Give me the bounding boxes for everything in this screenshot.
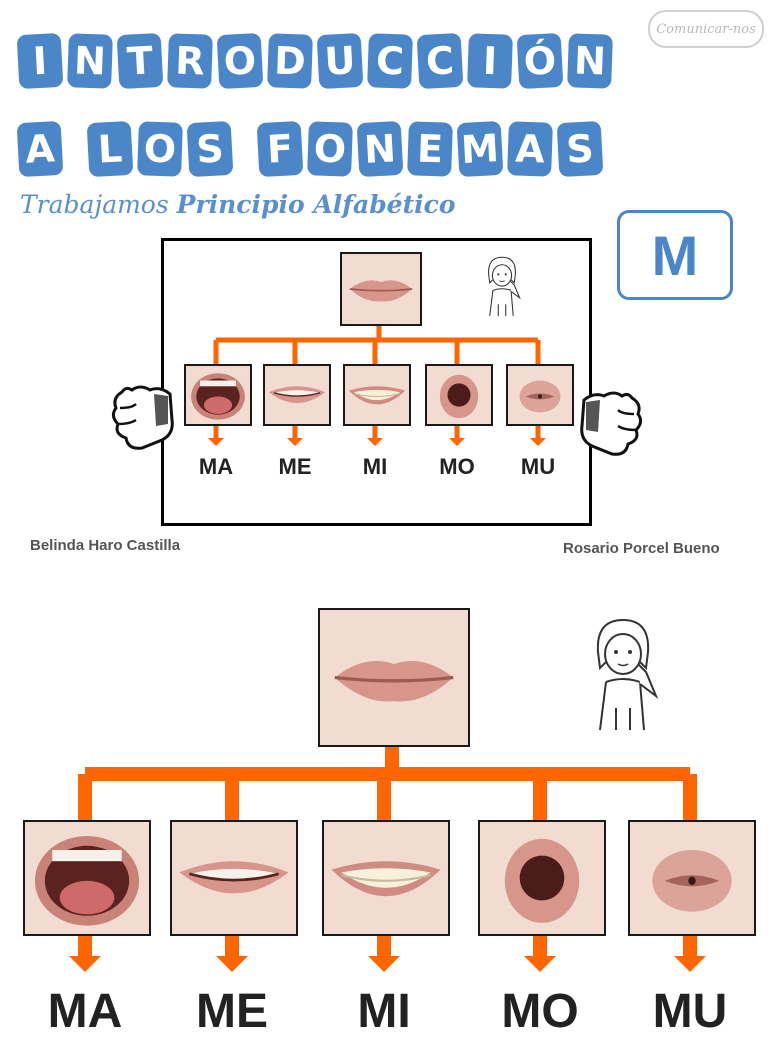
cover-syllable-mi: MI bbox=[362, 454, 388, 479]
title-letter-tile: M bbox=[456, 120, 504, 178]
cover-mouth-ma bbox=[184, 364, 252, 426]
main-mouth-closed bbox=[318, 608, 470, 747]
subtitle-part-1: Trabajamos bbox=[20, 190, 177, 219]
arrow-down-icon bbox=[524, 956, 556, 972]
main-syllable-mi: MI bbox=[357, 985, 411, 1038]
arrow-down-icon bbox=[368, 956, 400, 972]
title-letter-tile: N bbox=[567, 33, 613, 89]
phoneme-letter: M bbox=[651, 223, 699, 287]
cover-mouth-mi bbox=[343, 364, 411, 426]
title-letter-tile: C bbox=[416, 32, 464, 90]
main-mouth-mi bbox=[322, 820, 450, 936]
author-right: Rosario Porcel Bueno bbox=[563, 540, 720, 557]
cover-mouth-mo bbox=[425, 364, 493, 426]
main-syllable-ma: MA bbox=[47, 985, 123, 1038]
cover-diagram-frame bbox=[161, 238, 592, 526]
comunicar-nos-logo: Comunicar-nos bbox=[648, 10, 764, 48]
main-syllable-me: ME bbox=[196, 985, 268, 1038]
main-mouth-me bbox=[170, 820, 298, 936]
main-syllable-mu: MU bbox=[652, 985, 728, 1038]
arrow-down-icon bbox=[674, 956, 706, 972]
cover-mouth-mu bbox=[506, 364, 574, 426]
cover-mouth-closed bbox=[340, 252, 422, 326]
title-letter-tile: D bbox=[267, 33, 313, 89]
title-letter-tile: A bbox=[16, 120, 64, 178]
author-left: Belinda Haro Castilla bbox=[30, 537, 181, 554]
cover-syllable-ma: MA bbox=[198, 454, 234, 479]
right-hand-icon bbox=[580, 391, 643, 456]
cover-syllable-me: ME bbox=[278, 454, 312, 479]
cover-syllable-mu: MU bbox=[520, 454, 556, 479]
title-letter-tile: F bbox=[256, 120, 304, 178]
title-letter-tile: C bbox=[367, 33, 413, 89]
subtitle-part-2: Principio Alfabético bbox=[176, 190, 456, 219]
title-letter-tile: U bbox=[316, 32, 364, 90]
arrow-down-icon bbox=[216, 956, 248, 972]
title-letter-tile bbox=[237, 122, 253, 176]
main-mouth-ma bbox=[23, 820, 151, 936]
subtitle: Trabajamos Principio Alfabético bbox=[20, 190, 456, 219]
main-signing-girl-icon bbox=[578, 612, 668, 736]
title-letter-tile: R bbox=[167, 33, 213, 89]
main-syllable-mo: MO bbox=[501, 985, 579, 1038]
title-letter-tile: O bbox=[137, 121, 183, 177]
title-letter-tile: O bbox=[307, 121, 353, 177]
title-letter-tile: I bbox=[16, 32, 64, 90]
left-hand-icon bbox=[111, 385, 174, 450]
cover-signing-girl-icon bbox=[478, 250, 526, 324]
cover-mouth-me bbox=[263, 364, 331, 426]
cover-syllable-mo: MO bbox=[439, 454, 475, 479]
title-letter-tile: O bbox=[216, 32, 264, 90]
phoneme-letter-box: M bbox=[617, 210, 733, 300]
title-letter-tile: S bbox=[556, 120, 604, 178]
title-letter-tile: I bbox=[467, 33, 513, 89]
main-mouth-mu bbox=[628, 820, 756, 936]
title-letter-tile: A bbox=[507, 121, 553, 177]
title-letter-tile: T bbox=[116, 32, 164, 90]
arrow-down-icon bbox=[69, 956, 101, 972]
title-letter-tile: Ó bbox=[516, 32, 564, 90]
title-letter-tile: L bbox=[86, 120, 134, 178]
title-letter-tile: N bbox=[67, 33, 113, 89]
title-letter-tile: N bbox=[356, 120, 404, 178]
title-letter-tile bbox=[67, 122, 83, 176]
title-letter-tile: S bbox=[186, 120, 234, 178]
main-mouth-mo bbox=[478, 820, 606, 936]
title-letter-tile: E bbox=[407, 121, 453, 177]
